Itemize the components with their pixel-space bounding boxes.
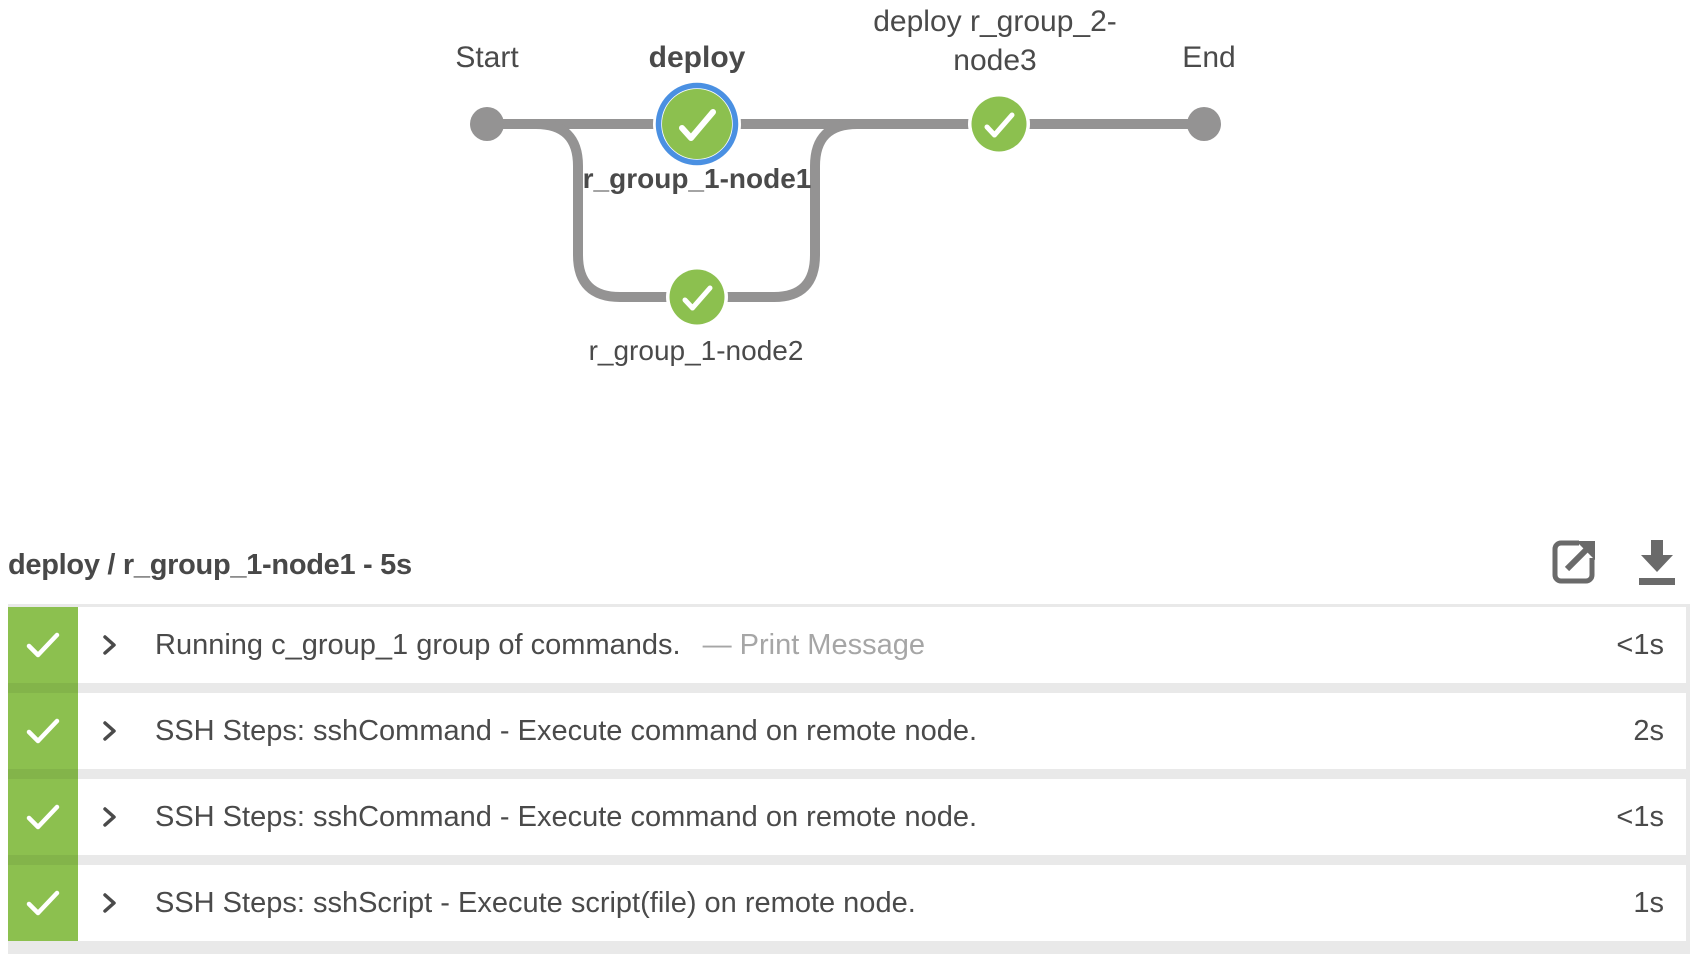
step-row-print-message[interactable]: Running c_group_1 group of commands. — P… bbox=[78, 607, 1686, 683]
end-node-dot bbox=[1187, 107, 1221, 141]
branch-label-r_group_1-node1: r_group_1-node1 bbox=[582, 163, 812, 194]
download-icon bbox=[1639, 540, 1675, 585]
pipeline-graph-canvas bbox=[470, 80, 1221, 328]
step-annotation: — Print Message bbox=[702, 628, 925, 661]
chevron-right-icon bbox=[103, 721, 116, 741]
branch-label-r_group_1-node2: r_group_1-node2 bbox=[588, 335, 804, 366]
step-label: SSH Steps: sshCommand - Execute command … bbox=[155, 714, 978, 747]
success-check-icon bbox=[26, 632, 60, 658]
open-log-external-button[interactable] bbox=[1550, 536, 1598, 586]
step-row-ssh-command-2[interactable]: SSH Steps: sshCommand - Execute command … bbox=[78, 779, 1686, 855]
node-deploy-r_group_2-node3[interactable] bbox=[968, 93, 1030, 155]
pipeline-graph: Start deploy deploy r_group_2- node3 End… bbox=[0, 0, 1697, 400]
step-list: Running c_group_1 group of commands. — P… bbox=[8, 604, 1690, 954]
node-r_group_1-node2[interactable] bbox=[666, 266, 728, 328]
check-icon bbox=[984, 112, 1015, 138]
chevron-right-icon bbox=[103, 635, 116, 655]
step-row-ssh-script[interactable]: SSH Steps: sshScript - Execute script(fi… bbox=[78, 865, 1686, 941]
stage-label-start: Start bbox=[455, 41, 519, 74]
step-label: SSH Steps: sshCommand - Execute command … bbox=[155, 800, 978, 833]
stage-label-deploy: deploy bbox=[648, 41, 746, 74]
step-status-strip bbox=[8, 607, 78, 941]
check-icon bbox=[682, 285, 713, 311]
step-duration: <1s bbox=[1616, 628, 1664, 661]
external-link-icon bbox=[1552, 540, 1595, 584]
step-rows: Running c_group_1 group of commands. — P… bbox=[78, 607, 1686, 941]
step-duration: <1s bbox=[1616, 800, 1664, 833]
strip-divider bbox=[8, 683, 78, 693]
node-deploy-r_group_1-node1-selected[interactable] bbox=[653, 80, 741, 168]
step-row-ssh-command-1[interactable]: SSH Steps: sshCommand - Execute command … bbox=[78, 693, 1686, 769]
success-check-icon bbox=[26, 890, 60, 916]
step-label: Running c_group_1 group of commands. bbox=[155, 628, 681, 661]
success-check-icon bbox=[26, 718, 60, 744]
success-node-circle bbox=[971, 96, 1027, 152]
stage-label-deploy-r_group_2-node3: deploy r_group_2- node3 bbox=[873, 2, 1117, 80]
success-node-circle bbox=[669, 269, 725, 325]
step-duration: 1s bbox=[1633, 886, 1664, 919]
step-label: SSH Steps: sshScript - Execute script(fi… bbox=[155, 886, 916, 919]
strip-divider bbox=[8, 855, 78, 865]
start-node-dot bbox=[470, 107, 504, 141]
stage-label-line-1: deploy r_group_2- bbox=[873, 5, 1117, 38]
chevron-right-icon bbox=[103, 893, 116, 913]
log-panel-title: deploy / r_group_1-node1 - 5s bbox=[8, 549, 412, 581]
strip-divider bbox=[8, 769, 78, 779]
check-icon bbox=[679, 109, 716, 141]
stage-label-end: End bbox=[1182, 41, 1236, 74]
success-node-circle bbox=[662, 89, 732, 159]
step-duration: 2s bbox=[1633, 714, 1664, 747]
chevron-right-icon bbox=[103, 807, 116, 827]
success-check-icon bbox=[26, 804, 60, 830]
download-log-button[interactable] bbox=[1634, 538, 1680, 586]
stage-label-line-2: node3 bbox=[953, 44, 1037, 77]
